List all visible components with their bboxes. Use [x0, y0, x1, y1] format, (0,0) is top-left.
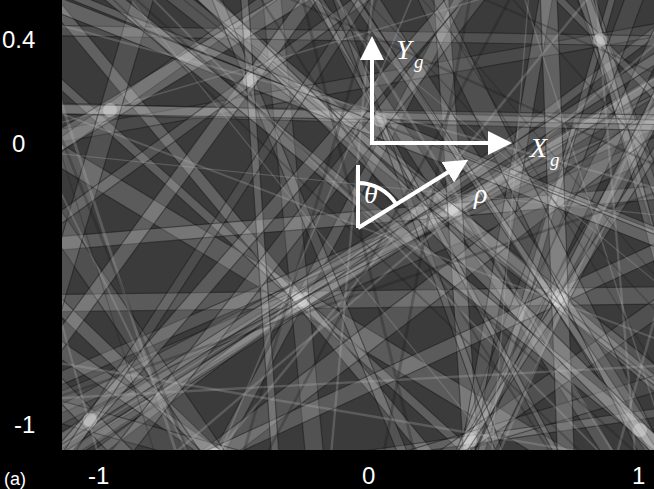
fine-line: [62, 0, 654, 450]
y-axis-arrow: [370, 48, 374, 143]
tick-label: 0: [12, 132, 25, 156]
fine-line: [62, 0, 654, 378]
rho-arrow: [358, 166, 458, 228]
axis-subscript: g: [414, 52, 424, 71]
panel-label: (a): [4, 470, 26, 488]
axis-subscript: g: [550, 150, 560, 169]
fine-line: [62, 261, 654, 450]
zone-axis-spot: [633, 423, 647, 437]
kikuchi-band: [62, 0, 581, 450]
tick-label: 1: [632, 464, 645, 488]
fine-line: [62, 0, 654, 450]
fine-line: [62, 0, 654, 450]
fine-line: [62, 0, 654, 450]
tick-label: 0: [362, 464, 375, 488]
radius-symbol: ρ: [474, 180, 487, 208]
zone-axis-spot: [373, 113, 387, 127]
tick-label: -1: [14, 413, 35, 437]
x-axis-arrow: [370, 141, 500, 145]
fine-line: [62, 0, 654, 370]
fine-line: [62, 0, 421, 450]
angle-symbol: θ: [364, 180, 378, 208]
axis-name: X: [530, 134, 547, 162]
fine-line: [174, 0, 605, 450]
fine-line: [62, 117, 654, 300]
axis-name: Y: [396, 36, 412, 64]
reference-line: [356, 165, 360, 228]
fine-line: [248, 0, 584, 450]
fine-line: [62, 10, 654, 450]
tick-label: -1: [88, 464, 109, 488]
tick-label: 0.4: [2, 28, 35, 52]
fine-line: [62, 0, 654, 306]
fine-line: [99, 0, 654, 450]
fine-line: [62, 326, 654, 423]
fine-line: [62, 0, 654, 450]
fine-line: [62, 0, 318, 450]
